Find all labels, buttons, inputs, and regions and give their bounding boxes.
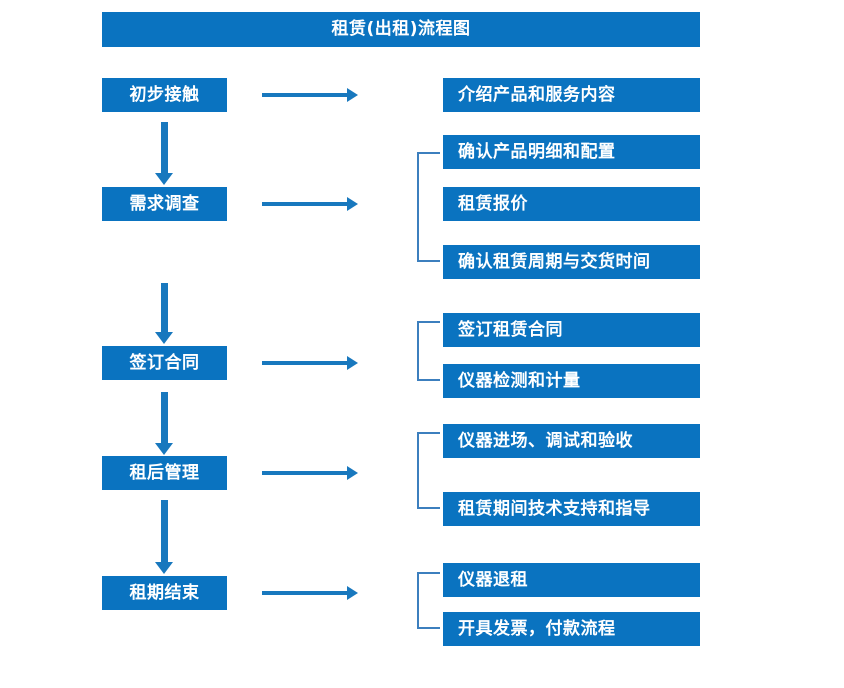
detail-box-7[interactable]: 仪器进场、调试和验收	[443, 424, 700, 458]
flow-arrow-down-1	[155, 122, 173, 185]
stage-box-4[interactable]: 租后管理	[102, 456, 227, 490]
stage-box-3[interactable]: 签订合同	[102, 346, 227, 380]
detail-box-3[interactable]: 租赁报价	[443, 187, 700, 221]
flow-arrow-right-1	[262, 87, 358, 102]
detail-box-2[interactable]: 确认产品明细和配置	[443, 135, 700, 169]
group-bracket-3	[417, 321, 440, 381]
detail-box-5[interactable]: 签订租赁合同	[443, 313, 700, 347]
detail-box-6[interactable]: 仪器检测和计量	[443, 364, 700, 398]
detail-box-1[interactable]: 介绍产品和服务内容	[443, 78, 700, 112]
flow-arrow-down-3	[155, 392, 173, 455]
stage-box-5[interactable]: 租期结束	[102, 576, 227, 610]
detail-box-4[interactable]: 确认租赁周期与交货时间	[443, 245, 700, 279]
group-bracket-5	[417, 572, 440, 629]
flow-arrow-right-4	[262, 465, 358, 480]
stage-box-2[interactable]: 需求调查	[102, 187, 227, 221]
flow-arrow-down-4	[155, 500, 173, 574]
group-bracket-4	[417, 432, 440, 509]
stage-box-1[interactable]: 初步接触	[102, 78, 227, 112]
flowchart-title: 租赁(出租)流程图	[102, 12, 700, 47]
flow-arrow-right-5	[262, 585, 358, 600]
detail-box-10[interactable]: 开具发票，付款流程	[443, 612, 700, 646]
detail-box-8[interactable]: 租赁期间技术支持和指导	[443, 492, 700, 526]
flow-arrow-down-2	[155, 283, 173, 344]
flow-arrow-right-3	[262, 355, 358, 370]
flow-arrow-right-2	[262, 196, 358, 211]
group-bracket-2	[417, 152, 440, 262]
detail-box-9[interactable]: 仪器退租	[443, 563, 700, 597]
